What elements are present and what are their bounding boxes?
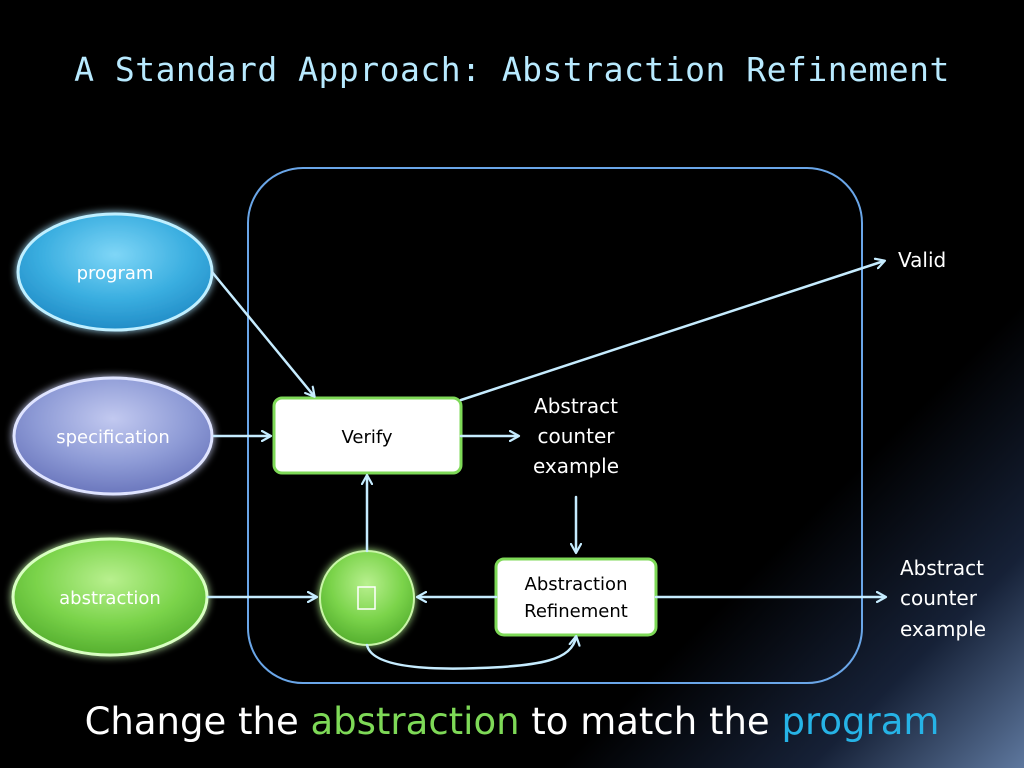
- valid-output-label: Valid: [898, 248, 946, 272]
- abstraction-refinement-label-line2: Refinement: [524, 601, 628, 622]
- merge-symbol-icon: [357, 586, 376, 610]
- program-oval: program: [16, 212, 214, 332]
- slide-title: A Standard Approach: Abstraction Refinem…: [74, 50, 950, 89]
- verify-box: Verify: [272, 396, 463, 475]
- arrow-program-to-verify: [210, 270, 314, 396]
- abstraction-label: abstraction: [59, 588, 161, 609]
- output-counter-example-line2: counter: [900, 586, 978, 610]
- abstract-counter-example-node: Abstract counter example: [533, 394, 619, 478]
- counter-example-line1: Abstract: [534, 394, 618, 418]
- abstraction-oval: abstraction: [11, 537, 209, 657]
- caption-part2: to match the: [519, 700, 782, 743]
- counter-example-line3: example: [533, 454, 619, 478]
- output-counter-example-line3: example: [900, 617, 986, 641]
- output-counter-example-node: Abstract counter example: [900, 556, 986, 641]
- abstraction-refinement-box: Abstraction Refinement: [494, 557, 658, 637]
- program-label: program: [77, 263, 154, 284]
- arrow-merge-to-refinement-loop: [365, 637, 576, 670]
- caption-abstraction-highlight: abstraction: [310, 700, 520, 743]
- specification-label: specification: [56, 427, 170, 448]
- merge-circle: [319, 550, 415, 646]
- output-counter-example-line1: Abstract: [900, 556, 984, 580]
- caption: Change the abstraction to match the prog…: [0, 700, 1024, 743]
- arrow-verify-to-valid: [459, 261, 884, 402]
- counter-example-line2: counter: [538, 424, 616, 448]
- loop-frame: [247, 167, 863, 684]
- specification-oval: specification: [12, 376, 214, 496]
- abstraction-refinement-label-line1: Abstraction: [525, 574, 628, 595]
- caption-program-highlight: program: [781, 700, 940, 743]
- verify-label: Verify: [341, 427, 392, 448]
- caption-part1: Change the: [84, 700, 311, 743]
